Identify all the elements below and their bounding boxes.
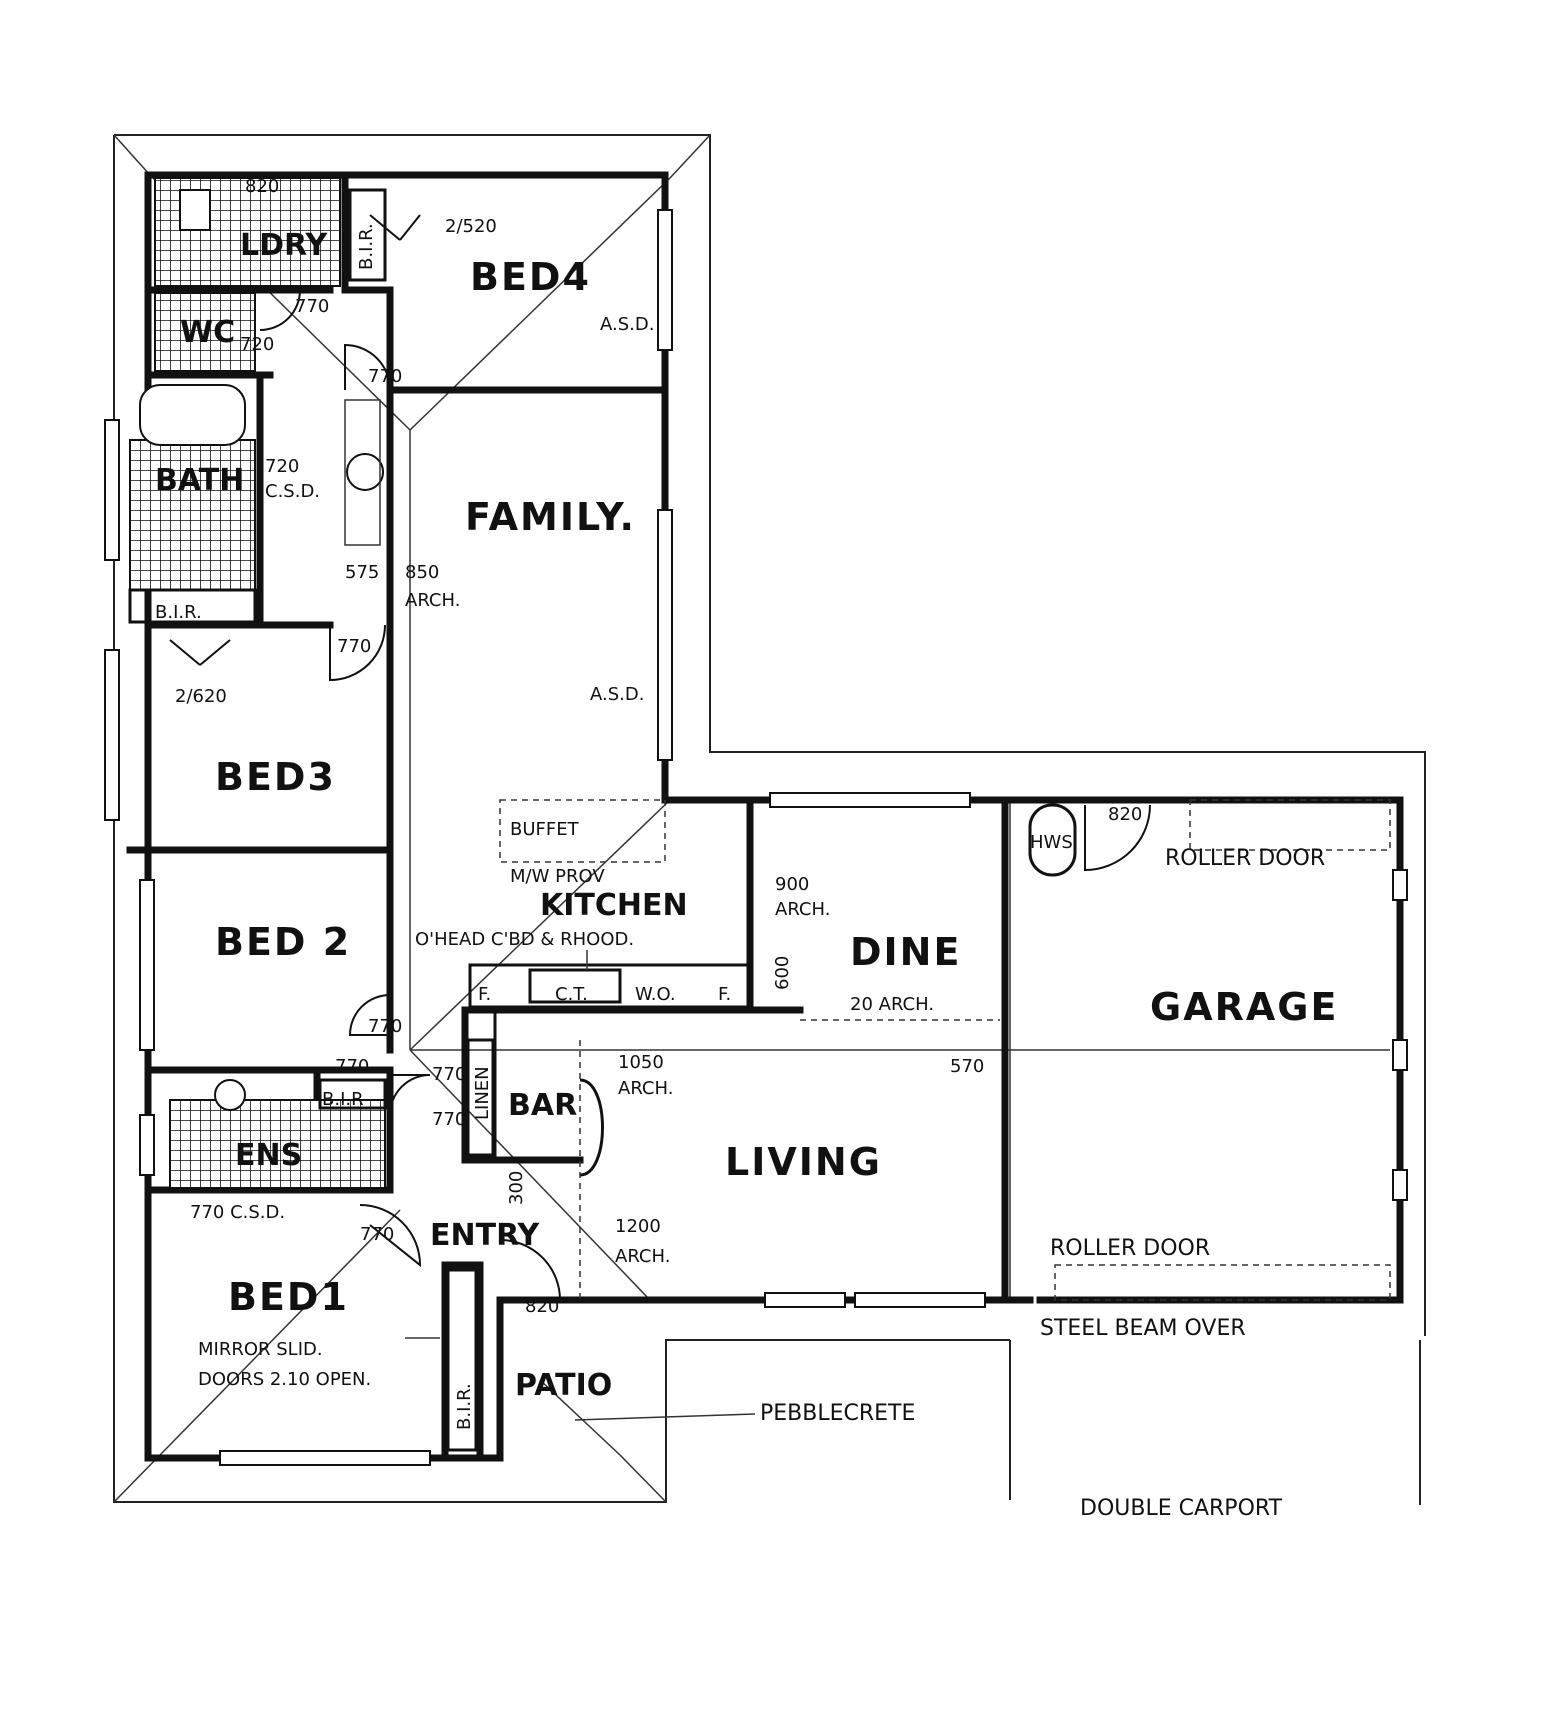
- bir-bed4: B.I.R.: [356, 223, 377, 270]
- leader-lines: [405, 950, 756, 1421]
- dim-575: 575: [345, 562, 379, 583]
- dim-570: 570: [950, 1056, 984, 1077]
- dim-820-entry: 820: [525, 1296, 559, 1317]
- doors: [169, 214, 1151, 1301]
- dim-720-a: 720: [240, 334, 274, 355]
- wo-label: W.O.: [635, 984, 676, 1005]
- asd-family: A.S.D.: [590, 684, 644, 705]
- dim-770-e: 770: [335, 1056, 369, 1077]
- hws-label: HWS: [1030, 832, 1073, 853]
- buffet-label: BUFFET: [510, 819, 580, 840]
- room-living: LIVING: [725, 1140, 882, 1184]
- plan-notes: B.I.R. A.S.D. A.S.D. B.I.R. B.I.R B.I.R.…: [155, 223, 1325, 1521]
- dim-850: 850: [405, 562, 439, 583]
- mirror-note-1: MIRROR SLID.: [198, 1339, 323, 1360]
- dim-770-a: 770: [295, 296, 329, 317]
- dim-arch-1200: ARCH.: [615, 1246, 670, 1267]
- wet-area-tiles: [129, 177, 386, 1189]
- dim-300: 300: [506, 1171, 527, 1205]
- dim-720-csd: 720: [265, 456, 299, 477]
- room-garage: GARAGE: [1150, 985, 1338, 1029]
- dim-770-b: 770: [368, 366, 402, 387]
- pebblecrete-label: PEBBLECRETE: [760, 1401, 915, 1426]
- room-bath: BATH: [155, 463, 244, 498]
- dim-1200: 1200: [615, 1216, 661, 1237]
- dim-770-h: 770: [360, 1224, 394, 1245]
- dim-20arch: 20 ARCH.: [850, 994, 934, 1015]
- room-bar: BAR: [508, 1088, 577, 1123]
- roller-door-top: ROLLER DOOR: [1165, 846, 1325, 871]
- room-ldry: LDRY: [240, 228, 328, 263]
- mirror-note-2: DOORS 2.10 OPEN.: [198, 1369, 371, 1390]
- room-ens: ENS: [235, 1138, 302, 1173]
- windows: [104, 209, 1408, 1466]
- steel-beam-label: STEEL BEAM OVER: [1040, 1316, 1246, 1341]
- ct-label: C.T.: [555, 984, 588, 1005]
- double-carport-label: DOUBLE CARPORT: [1080, 1496, 1283, 1521]
- dim-arch: ARCH.: [405, 590, 460, 611]
- room-patio: PATIO: [515, 1368, 612, 1403]
- room-bed4: BED4: [470, 255, 591, 299]
- asd-bed4: A.S.D.: [600, 314, 654, 335]
- dim-770-csd-ens: 770 C.S.D.: [190, 1202, 285, 1223]
- dim-csd: C.S.D.: [265, 481, 320, 502]
- room-entry: ENTRY: [430, 1218, 541, 1253]
- room-family: FAMILY.: [465, 495, 636, 539]
- pantry-label: F.: [478, 984, 491, 1005]
- roof-ridges: [149, 174, 1390, 1456]
- dim-770-f: 770: [432, 1064, 466, 1085]
- roof-outline: [113, 134, 1426, 1505]
- built-ins: [128, 188, 1391, 1452]
- room-bed2: BED 2: [215, 920, 351, 964]
- room-bed1: BED1: [228, 1275, 349, 1319]
- dim-770-g: 770: [432, 1109, 466, 1130]
- dim-arch-1050: ARCH.: [618, 1078, 673, 1099]
- ohead-label: O'HEAD C'BD & RHOOD.: [415, 929, 634, 950]
- interior-walls: [126, 171, 1009, 1462]
- room-labels: BED4 FAMILY. BED3 BED 2 BED1 KITCHEN DIN…: [155, 228, 1338, 1403]
- bir-bath: B.I.R.: [155, 602, 202, 623]
- bir-ens: B.I.R: [322, 1089, 364, 1110]
- linen-label: LINEN: [472, 1066, 493, 1120]
- dim-600: 600: [772, 956, 793, 990]
- dim-2-520: 2/520: [445, 216, 497, 237]
- room-wc: WC: [180, 315, 235, 350]
- room-dine: DINE: [850, 930, 961, 974]
- dim-900: 900: [775, 874, 809, 895]
- roller-door-bottom: ROLLER DOOR: [1050, 1236, 1210, 1261]
- fridge-label: F.: [718, 984, 731, 1005]
- dim-770-c: 770: [337, 636, 371, 657]
- dim-820-garage: 820: [1108, 804, 1142, 825]
- mw-prov-label: M/W PROV: [510, 866, 605, 887]
- dim-1050: 1050: [618, 1052, 664, 1073]
- dim-arch-900: ARCH.: [775, 899, 830, 920]
- dim-770-d: 770: [368, 1016, 402, 1037]
- dim-2-620: 2/620: [175, 686, 227, 707]
- room-kitchen: KITCHEN: [540, 888, 688, 923]
- bir-bed1: B.I.R.: [454, 1383, 475, 1430]
- room-bed3: BED3: [215, 755, 336, 799]
- dimension-notes: 820 2/520 770 720 770 720 C.S.D. 575 850…: [175, 176, 1142, 1317]
- dim-820-top: 820: [245, 176, 279, 197]
